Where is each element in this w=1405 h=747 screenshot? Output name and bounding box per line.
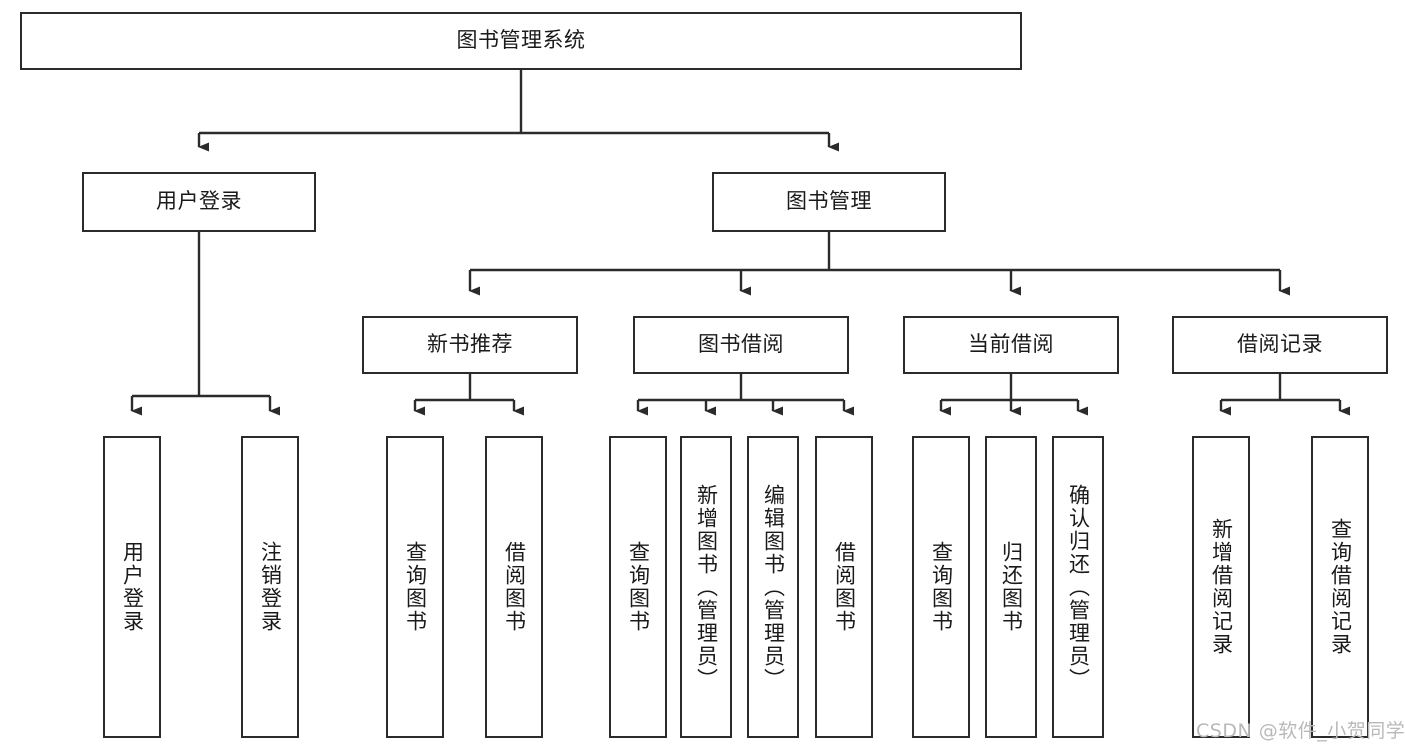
leaf-lend-book[interactable]: 借阅图书 xyxy=(815,436,873,738)
leaf-logout[interactable]: 注销登录 xyxy=(241,436,299,738)
node-new-book-recommend[interactable]: 新书推荐 xyxy=(362,316,578,374)
leaf-return-book[interactable]: 归还图书 xyxy=(985,436,1037,738)
node-root[interactable]: 图书管理系统 xyxy=(20,12,1022,70)
csdn-watermark: CSDN @软件_小贺同学 xyxy=(1196,720,1405,742)
leaf-lend-book-label: 借阅图书 xyxy=(832,541,857,633)
leaf-add-book-admin-label: 新增图书（管理员） xyxy=(694,483,719,691)
node-new-book-recommend-label: 新书推荐 xyxy=(427,332,513,357)
node-book-borrow-label: 图书借阅 xyxy=(698,332,784,357)
leaf-query-borrow-record[interactable]: 查询借阅记录 xyxy=(1311,436,1369,738)
leaf-add-borrow-record[interactable]: 新增借阅记录 xyxy=(1192,436,1250,738)
node-current-borrow[interactable]: 当前借阅 xyxy=(903,316,1119,374)
node-user-login-label: 用户登录 xyxy=(156,189,242,214)
leaf-add-book-admin[interactable]: 新增图书（管理员） xyxy=(680,436,732,738)
leaf-confirm-return-admin[interactable]: 确认归还（管理员） xyxy=(1052,436,1104,738)
node-book-management[interactable]: 图书管理 xyxy=(712,172,946,232)
leaf-user-login-label: 用户登录 xyxy=(120,541,145,633)
node-borrow-record-label: 借阅记录 xyxy=(1237,332,1323,357)
leaf-user-login[interactable]: 用户登录 xyxy=(103,436,161,738)
leaf-return-book-label: 归还图书 xyxy=(999,541,1024,633)
leaf-query-book-borrow-label: 查询图书 xyxy=(626,541,651,633)
leaf-edit-book-admin[interactable]: 编辑图书（管理员） xyxy=(747,436,799,738)
leaf-logout-label: 注销登录 xyxy=(258,541,283,633)
leaf-borrow-book-newbook-label: 借阅图书 xyxy=(502,541,527,633)
leaf-confirm-return-admin-label: 确认归还（管理员） xyxy=(1066,483,1091,691)
node-root-label: 图书管理系统 xyxy=(456,28,586,53)
leaf-query-book-current[interactable]: 查询图书 xyxy=(912,436,970,738)
leaf-borrow-book-newbook[interactable]: 借阅图书 xyxy=(485,436,543,738)
leaf-query-borrow-record-label: 查询借阅记录 xyxy=(1328,518,1353,656)
leaf-query-book-current-label: 查询图书 xyxy=(929,541,954,633)
leaf-add-borrow-record-label: 新增借阅记录 xyxy=(1209,518,1234,656)
node-borrow-record[interactable]: 借阅记录 xyxy=(1172,316,1388,374)
node-book-management-label: 图书管理 xyxy=(786,189,872,214)
leaf-edit-book-admin-label: 编辑图书（管理员） xyxy=(761,483,786,691)
leaf-query-book-newbook-label: 查询图书 xyxy=(403,541,428,633)
node-book-borrow[interactable]: 图书借阅 xyxy=(633,316,849,374)
node-current-borrow-label: 当前借阅 xyxy=(968,332,1054,357)
leaf-query-book-newbook[interactable]: 查询图书 xyxy=(386,436,444,738)
leaf-query-book-borrow[interactable]: 查询图书 xyxy=(609,436,667,738)
node-user-login[interactable]: 用户登录 xyxy=(82,172,316,232)
